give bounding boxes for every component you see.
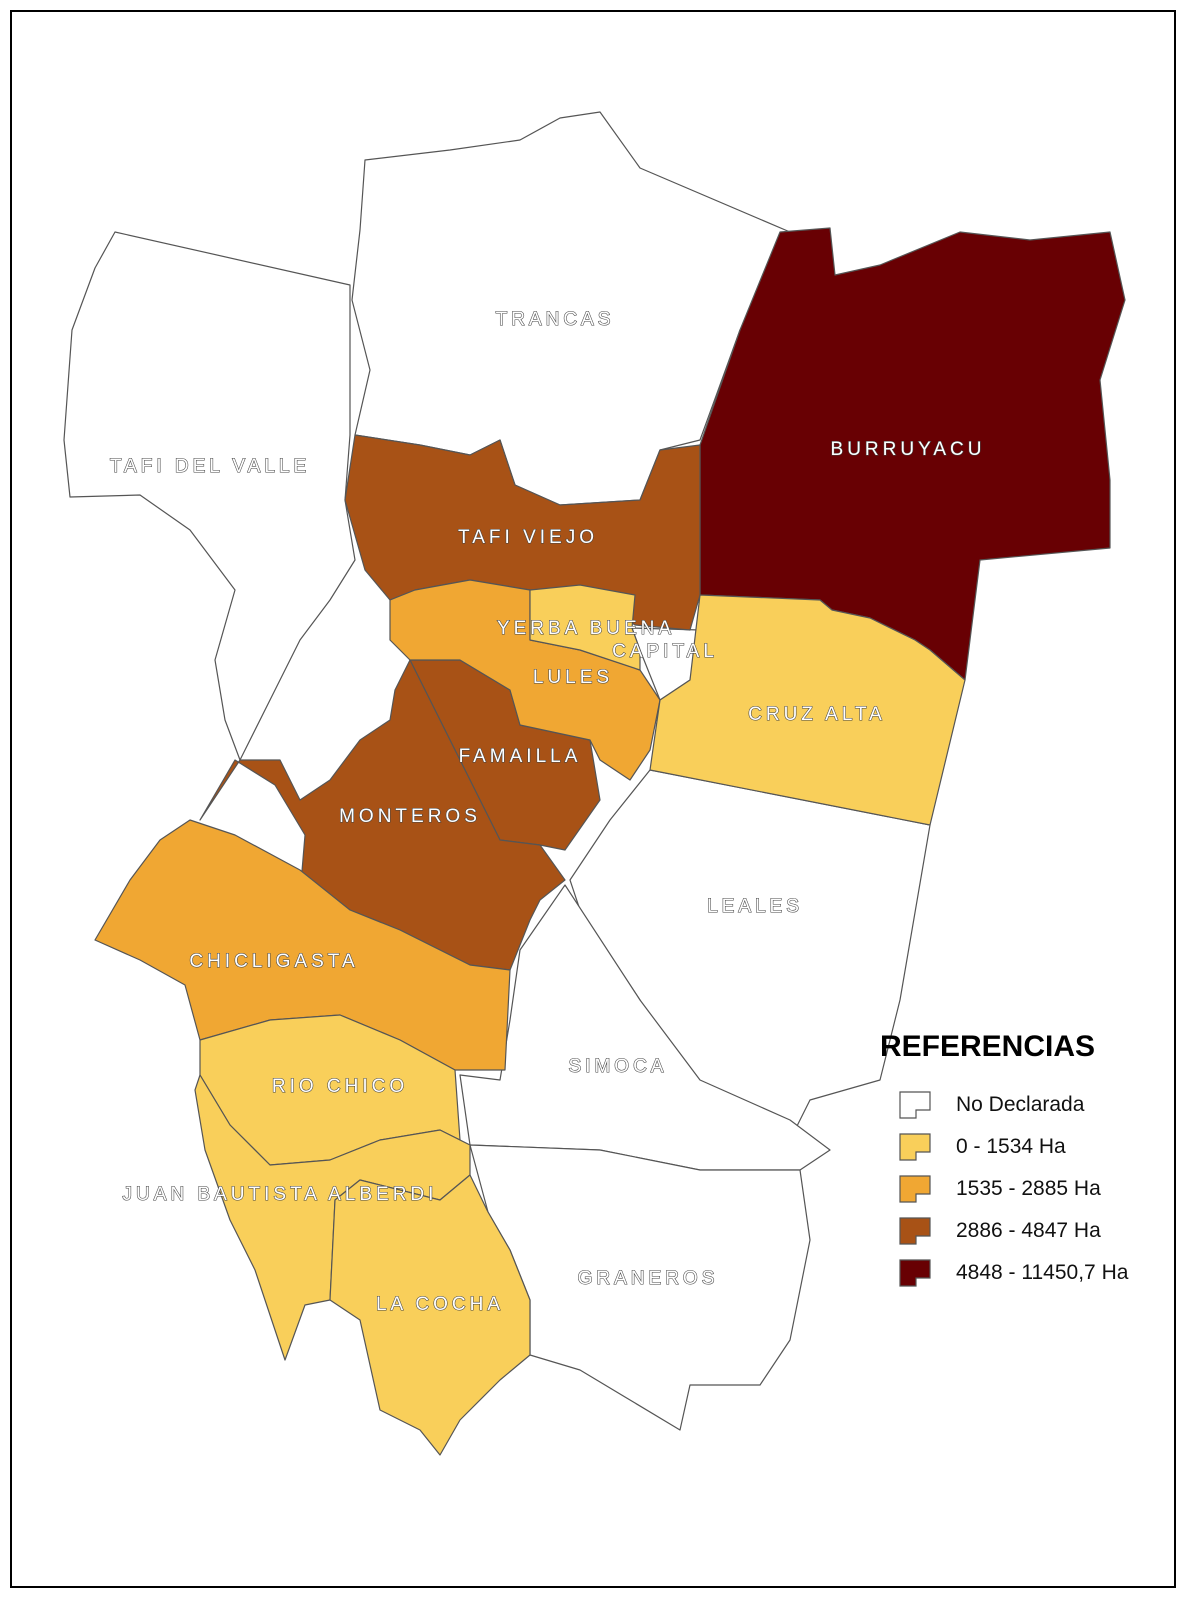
legend-swatch-icon bbox=[899, 1259, 931, 1287]
legend-swatch-icon bbox=[899, 1175, 931, 1203]
dept-lules[interactable] bbox=[389, 579, 661, 781]
legend-item-class-3: 2886 - 4847 Ha bbox=[896, 1210, 1128, 1252]
legend-title: REFERENCIAS bbox=[880, 1030, 1096, 1063]
legend-swatch-icon bbox=[899, 1133, 931, 1161]
label-leales: LEALES bbox=[707, 896, 803, 917]
label-yerba-buena: YERBA BUENA bbox=[497, 618, 675, 639]
label-famailla: FAMAILLA bbox=[459, 746, 582, 767]
legend: REFERENCIAS No Declarada 0 - 1534 Ha 153… bbox=[880, 1030, 1128, 1294]
legend-item-class-2: 1535 - 2885 Ha bbox=[896, 1168, 1128, 1210]
legend-label: 0 - 1534 Ha bbox=[956, 1135, 1066, 1158]
legend-label: 4848 - 11450,7 Ha bbox=[956, 1261, 1129, 1284]
label-juan-bautista-alberdi: JUAN BAUTISTA ALBERDI bbox=[123, 1184, 438, 1205]
legend-label: 1535 - 2885 Ha bbox=[956, 1177, 1101, 1200]
label-tafi-del-valle: TAFI DEL VALLE bbox=[110, 456, 310, 477]
dept-la-cocha[interactable] bbox=[329, 1174, 531, 1456]
legend-swatch-icon bbox=[899, 1091, 931, 1119]
label-chicligasta: CHICLIGASTA bbox=[189, 951, 358, 972]
label-capital: CAPITAL bbox=[612, 641, 718, 662]
legend-label: 2886 - 4847 Ha bbox=[956, 1219, 1101, 1242]
legend-swatch-icon bbox=[899, 1217, 931, 1245]
legend-item-class-4: 4848 - 11450,7 Ha bbox=[896, 1252, 1128, 1294]
dept-yerba-buena[interactable] bbox=[529, 584, 641, 671]
label-tafi-viejo: TAFI VIEJO bbox=[458, 527, 598, 548]
label-monteros: MONTEROS bbox=[339, 806, 481, 827]
label-rio-chico: RIO CHICO bbox=[272, 1076, 408, 1097]
label-cruz-alta: CRUZ ALTA bbox=[748, 704, 886, 725]
label-trancas: TRANCAS bbox=[496, 309, 615, 330]
label-lules: LULES bbox=[533, 667, 613, 688]
label-la-cocha: LA COCHA bbox=[376, 1294, 504, 1315]
label-burruyacu: BURRUYACU bbox=[831, 439, 986, 460]
legend-label: No Declarada bbox=[956, 1093, 1085, 1116]
label-graneros: GRANEROS bbox=[578, 1268, 719, 1289]
label-simoca: SIMOCA bbox=[569, 1056, 668, 1077]
legend-item-no-declarada: No Declarada bbox=[896, 1084, 1128, 1126]
dept-tafi-del-valle[interactable] bbox=[63, 231, 356, 761]
dept-cruz-alta[interactable] bbox=[649, 594, 966, 826]
legend-item-class-1: 0 - 1534 Ha bbox=[896, 1126, 1128, 1168]
